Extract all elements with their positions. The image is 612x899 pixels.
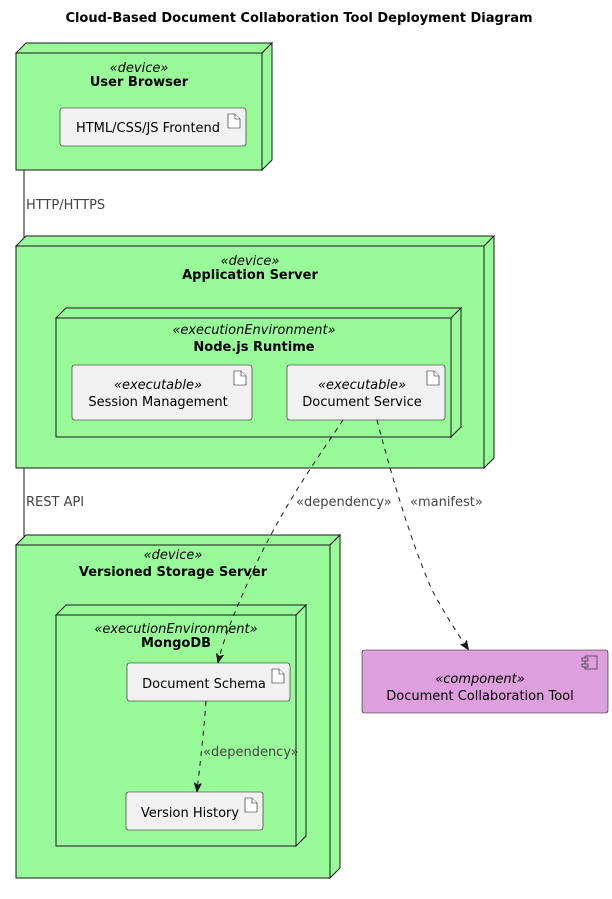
artifact-stereotype: «executable»	[318, 378, 406, 393]
node-name: Application Server	[182, 268, 318, 283]
artifact-label: Document Service	[302, 395, 422, 410]
node-stereotype: «device»	[144, 548, 203, 563]
node-nodejs-runtime[interactable]: «executionEnvironment» Node.js Runtime «…	[54, 306, 463, 439]
artifact-version-history[interactable]: Version History	[125, 791, 264, 831]
artifact-icon	[271, 668, 285, 684]
artifact-label: HTML/CSS/JS Frontend	[76, 121, 220, 136]
artifact-document-schema[interactable]: Document Schema	[126, 662, 291, 702]
edge-label-rest: REST API	[26, 495, 84, 510]
artifact-label: Session Management	[88, 395, 227, 410]
node-name: Node.js Runtime	[193, 340, 314, 355]
component-icon	[581, 655, 598, 670]
artifact-icon	[244, 797, 258, 813]
edge-service-component	[376, 419, 468, 649]
edge-label-dependency: «dependency»	[203, 745, 299, 760]
node-stereotype: «device»	[110, 61, 169, 76]
artifact-document-service[interactable]: «executable» Document Service	[286, 364, 446, 421]
node-mongodb[interactable]: «executionEnvironment» MongoDB Document …	[54, 603, 308, 848]
node-name: Versioned Storage Server	[79, 565, 268, 580]
artifact-icon	[426, 370, 440, 386]
node-stereotype: «device»	[221, 254, 280, 269]
component-stereotype: «component»	[435, 672, 525, 687]
artifact-stereotype: «executable»	[114, 378, 202, 393]
artifact-label: Document Schema	[142, 677, 266, 692]
edge-label-http: HTTP/HTTPS	[26, 198, 105, 213]
node-name: MongoDB	[141, 636, 211, 651]
edge-service-schema	[218, 419, 344, 662]
node-stereotype: «executionEnvironment»	[94, 622, 257, 637]
artifact-icon	[227, 113, 241, 129]
edge-label-manifest: «manifest»	[410, 495, 483, 510]
diagram-title: Cloud-Based Document Collaboration Tool …	[65, 11, 532, 26]
edge-schema-history	[197, 700, 207, 791]
node-user-browser[interactable]: «device» User Browser HTML/CSS/JS Fronte…	[14, 41, 274, 172]
node-versioned-storage-server[interactable]: «device» Versioned Storage Server «execu…	[14, 533, 342, 880]
edge-label-dependency: «dependency»	[296, 495, 392, 510]
artifact-icon	[233, 370, 247, 386]
component-label: Document Collaboration Tool	[386, 689, 574, 704]
node-stereotype: «executionEnvironment»	[172, 323, 335, 338]
artifact-frontend[interactable]: HTML/CSS/JS Frontend	[59, 107, 247, 147]
artifact-session-management[interactable]: «executable» Session Management	[71, 364, 253, 421]
artifact-label: Version History	[141, 806, 239, 821]
component-document-collaboration-tool[interactable]: «component» Document Collaboration Tool	[361, 649, 609, 714]
node-name: User Browser	[90, 75, 189, 90]
node-application-server[interactable]: «device» Application Server «executionEn…	[14, 234, 496, 470]
